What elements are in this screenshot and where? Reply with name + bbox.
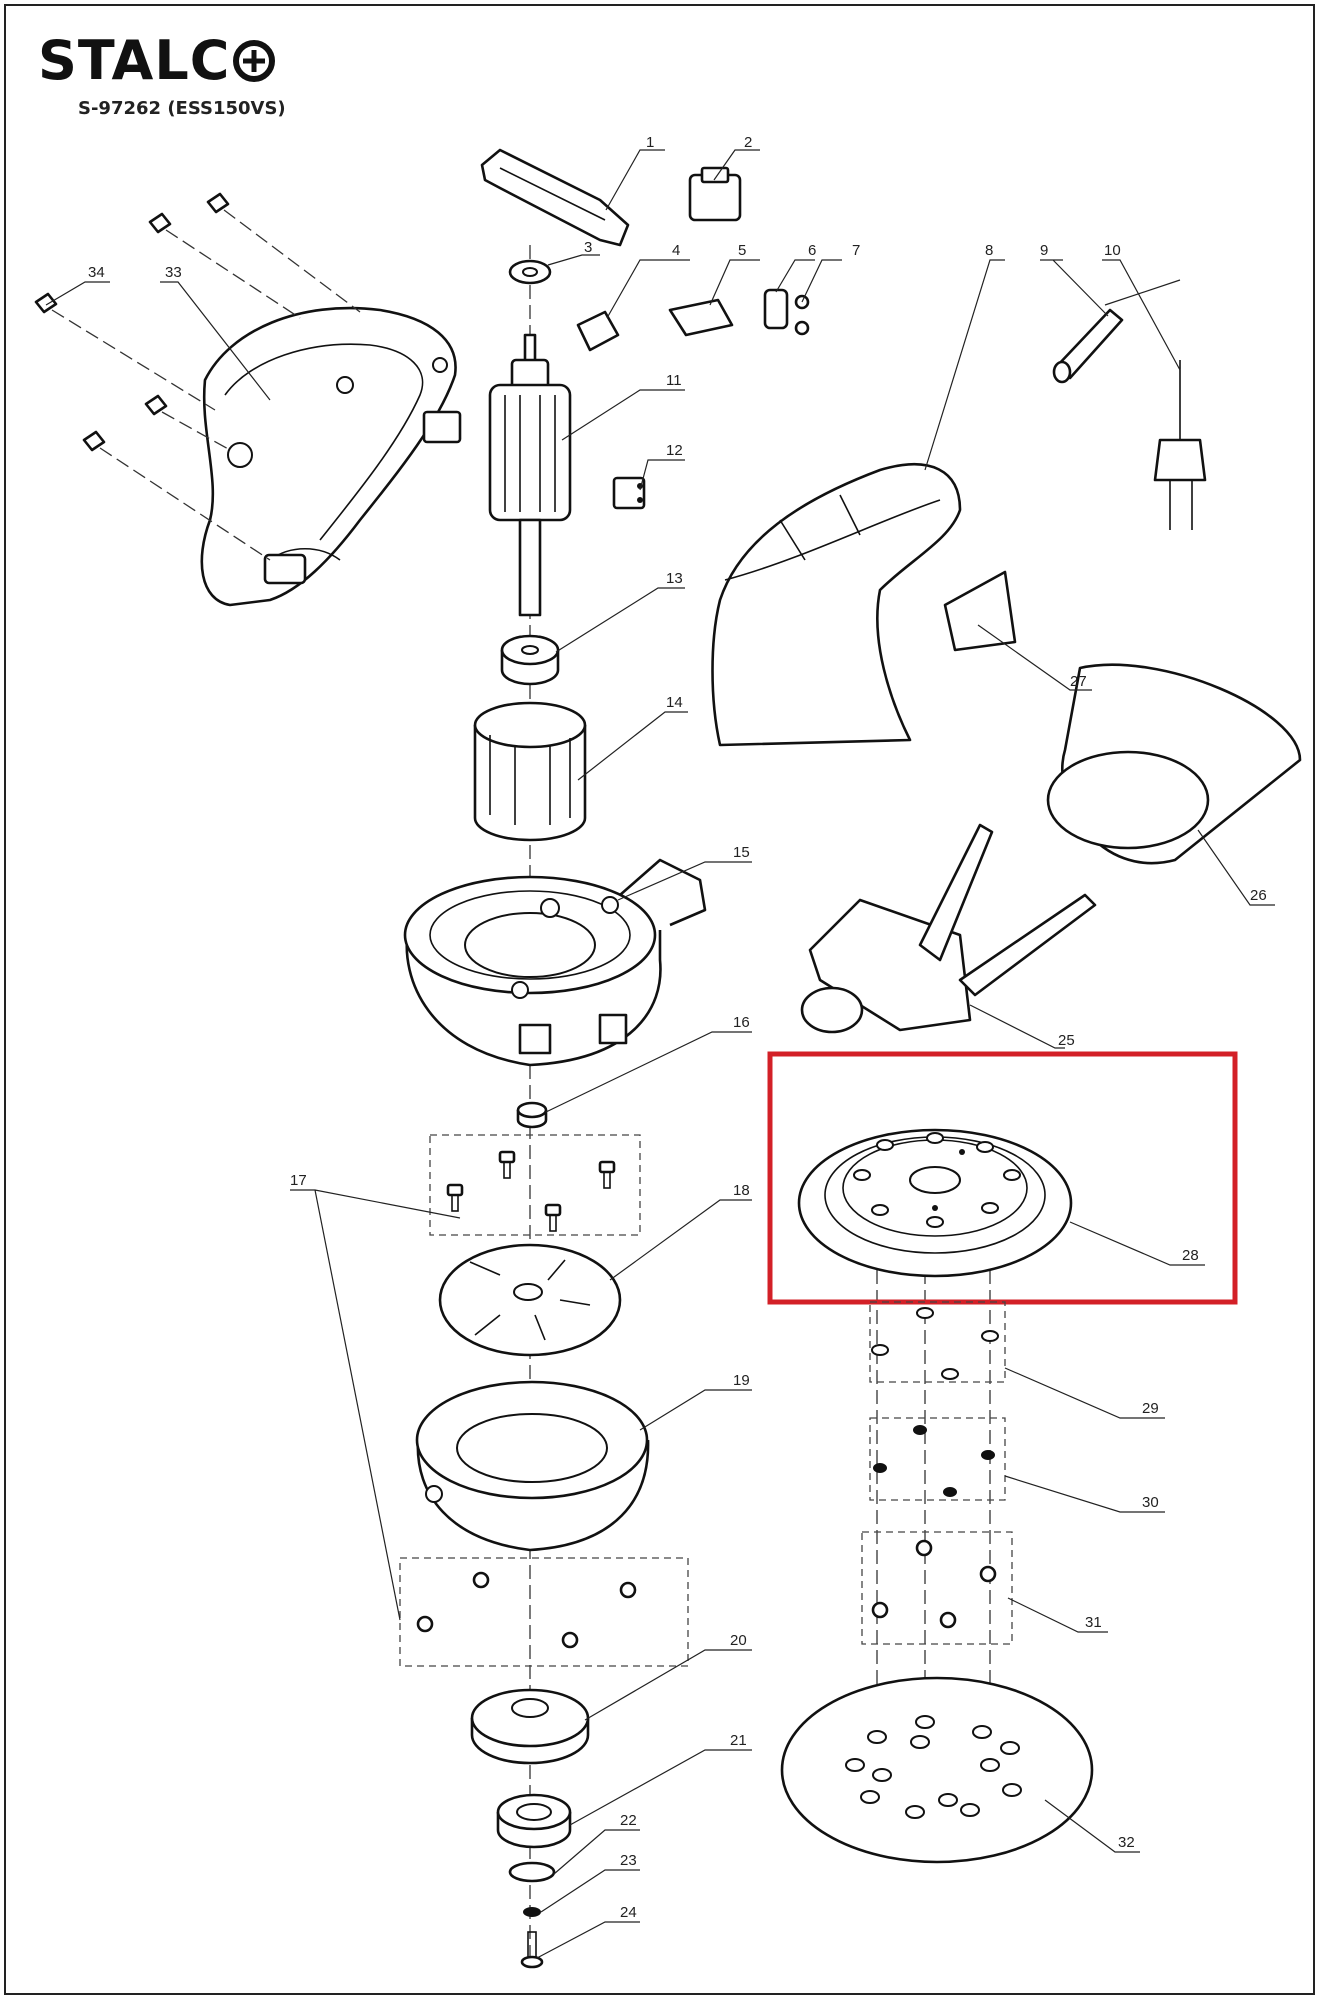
part-1-switch-lever bbox=[480, 148, 630, 247]
label-19: 19 bbox=[733, 1372, 750, 1389]
label-2: 2 bbox=[744, 134, 752, 151]
part-17-screws-lower bbox=[416, 1571, 637, 1649]
label-32: 32 bbox=[1118, 1834, 1135, 1851]
label-33: 33 bbox=[165, 264, 182, 281]
part-10-power-cord bbox=[1153, 360, 1207, 530]
part-15-housing bbox=[403, 858, 707, 1067]
part-13-bearing bbox=[500, 634, 560, 686]
label-29: 29 bbox=[1142, 1400, 1159, 1417]
part-11-armature bbox=[488, 333, 572, 617]
part-17-screw-group-upper bbox=[429, 1134, 641, 1236]
screws-34 bbox=[34, 192, 361, 561]
callout-numbers: 1 2 3 4 5 6 7 8 9 10 11 12 13 14 15 16 1… bbox=[88, 134, 1267, 1921]
page-border bbox=[4, 4, 1315, 1995]
part-18-fan bbox=[438, 1243, 622, 1357]
label-15: 15 bbox=[733, 844, 750, 861]
part-33-housing-half bbox=[200, 306, 457, 607]
label-14: 14 bbox=[666, 694, 683, 711]
label-5: 5 bbox=[738, 242, 746, 259]
label-6: 6 bbox=[808, 242, 816, 259]
part-6-brush-holder bbox=[763, 288, 789, 330]
label-7: 7 bbox=[852, 242, 860, 259]
part-9-cable-sleeve bbox=[1052, 308, 1124, 384]
label-28: 28 bbox=[1182, 1247, 1199, 1264]
part-8-top-cover bbox=[711, 462, 962, 747]
label-26: 26 bbox=[1250, 887, 1267, 904]
part-2-switch bbox=[688, 166, 742, 222]
part-20-bearing-housing bbox=[470, 1688, 590, 1765]
label-18: 18 bbox=[733, 1182, 750, 1199]
part-24-screw bbox=[520, 1931, 544, 1969]
label-16: 16 bbox=[733, 1014, 750, 1031]
label-24: 24 bbox=[620, 1904, 637, 1921]
part-12-terminal-block bbox=[612, 476, 646, 510]
label-4: 4 bbox=[672, 242, 680, 259]
label-12: 12 bbox=[666, 442, 683, 459]
label-11: 11 bbox=[666, 372, 682, 389]
label-27: 27 bbox=[1070, 673, 1087, 690]
label-25: 25 bbox=[1058, 1032, 1075, 1049]
part-30-nuts bbox=[873, 1425, 995, 1497]
part-28-backing-pad bbox=[797, 1128, 1073, 1278]
label-31: 31 bbox=[1085, 1614, 1102, 1631]
brand-logo: STALC bbox=[38, 34, 276, 88]
part-19-base-ring bbox=[415, 1380, 650, 1552]
part-29-group bbox=[869, 1301, 1006, 1383]
label-17: 17 bbox=[290, 1172, 307, 1189]
part-17-screw-group-lower bbox=[399, 1557, 689, 1667]
part-29-washers bbox=[871, 1307, 999, 1380]
part-17-screws-upper bbox=[446, 1150, 616, 1232]
part-23-spring-washer bbox=[523, 1907, 541, 1917]
part-22-washer bbox=[508, 1861, 556, 1883]
label-34: 34 bbox=[88, 264, 105, 281]
label-10: 10 bbox=[1104, 242, 1121, 259]
part-27-label-plate bbox=[943, 570, 1017, 652]
label-21: 21 bbox=[730, 1732, 747, 1749]
part-31-screws bbox=[871, 1539, 997, 1629]
part-31-group bbox=[861, 1531, 1013, 1645]
label-30: 30 bbox=[1142, 1494, 1159, 1511]
label-20: 20 bbox=[730, 1632, 747, 1649]
part-5-module bbox=[668, 298, 734, 337]
label-22: 22 bbox=[620, 1812, 637, 1829]
part-4-capacitor bbox=[576, 310, 620, 352]
label-23: 23 bbox=[620, 1852, 637, 1869]
part-25-dust-adapter bbox=[800, 823, 1097, 1034]
part-16-bushing bbox=[516, 1101, 548, 1129]
label-9: 9 bbox=[1040, 242, 1048, 259]
part-switch-insert bbox=[422, 410, 462, 444]
plus-circle-icon bbox=[233, 40, 276, 82]
model-number: S-97262 (ESS150VS) bbox=[78, 98, 286, 119]
part-7-brushes bbox=[794, 294, 810, 336]
brand-wordmark: STALC bbox=[38, 29, 231, 92]
label-3: 3 bbox=[584, 239, 592, 256]
part-26-dust-bag bbox=[1046, 663, 1302, 865]
label-8: 8 bbox=[985, 242, 993, 259]
label-13: 13 bbox=[666, 570, 683, 587]
callout-leaders bbox=[45, 149, 1275, 1959]
part-32-sanding-disc bbox=[780, 1676, 1094, 1864]
part-21-bearing bbox=[496, 1793, 572, 1849]
label-1: 1 bbox=[646, 134, 654, 151]
part-14-stator bbox=[473, 701, 587, 842]
